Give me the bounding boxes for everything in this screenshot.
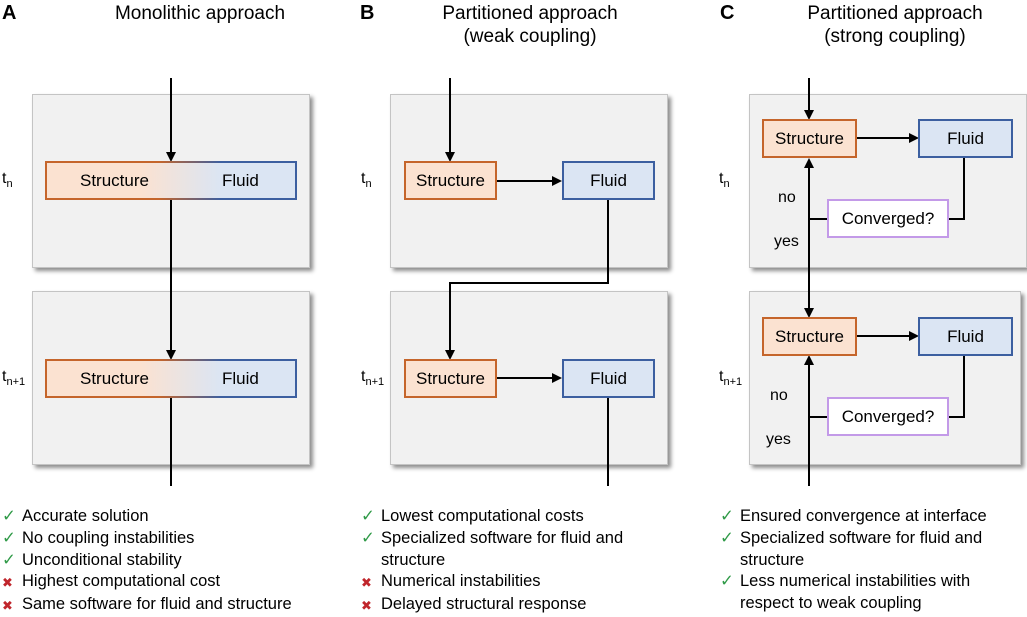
- panel-b-bullet-list: ✓Lowest computational costs ✓Specialized…: [361, 506, 706, 617]
- panel-c-letter: C: [720, 2, 735, 24]
- check-icon: ✓: [720, 507, 734, 525]
- panel-c-title-line2: (strong coupling): [824, 26, 966, 47]
- panel-a-coupled-node-n1: Structure Fluid: [45, 359, 297, 398]
- list-item: ✓No coupling instabilities: [2, 528, 347, 550]
- list-item: ✓Ensured convergence at interface: [720, 506, 1025, 528]
- panel-a-fluid-label-n1: Fluid: [222, 368, 259, 388]
- panel-c-arrow-no-n: [804, 158, 828, 220]
- list-item: ✖Highest computational cost: [2, 571, 347, 594]
- panel-b-fluid-node-n: Fluid: [562, 161, 655, 200]
- cross-icon: ✖: [361, 575, 372, 591]
- list-item: ✓Lowest computational costs: [361, 506, 706, 528]
- panel-c-no-label-n: no: [778, 189, 796, 206]
- check-icon: ✓: [2, 528, 16, 547]
- list-item: ✖Delayed structural response: [361, 594, 706, 617]
- panel-a-title: Monolithic approach: [70, 2, 330, 25]
- list-item: ✖Same software for fluid and structure: [2, 594, 347, 617]
- panel-b-time-n: tn: [361, 170, 372, 191]
- panel-b-letter: B: [360, 2, 375, 24]
- panel-b-fluid-node-n1: Fluid: [562, 359, 655, 398]
- panel-c-time-n: tn: [719, 170, 730, 191]
- check-icon: ✓: [720, 528, 734, 547]
- panel-a-structure-label-n1: Structure: [80, 368, 149, 388]
- panel-c-structure-node-n: Structure: [762, 119, 857, 158]
- list-item: ✓Unconditional stability: [2, 550, 347, 572]
- check-icon: ✓: [2, 507, 16, 525]
- panel-a-fluid-label-n: Fluid: [222, 170, 259, 190]
- panel-c-title-line1: Partitioned approach: [807, 3, 983, 24]
- list-item: ✖Numerical instabilities: [361, 571, 706, 594]
- panel-a-time-n: tn: [2, 170, 13, 191]
- panel-b-arrow-fluid-to-next: [445, 200, 609, 360]
- panel-a-letter: A: [2, 2, 17, 24]
- panel-c-fluid-node-n: Fluid: [918, 119, 1013, 158]
- panel-b-time-n1: tn+1: [361, 368, 385, 389]
- list-item-continuation: respect to weak coupling: [740, 594, 922, 613]
- list-item: ✓Specialized software for fluid and: [720, 528, 1025, 550]
- panel-c-structure-node-n1: Structure: [762, 317, 857, 356]
- check-icon: ✓: [361, 507, 375, 525]
- panel-c-converged-node-n: Converged?: [827, 199, 949, 238]
- panel-b-title-line1: Partitioned approach: [442, 3, 618, 24]
- panel-c-fluid-node-n1: Fluid: [918, 317, 1013, 356]
- panel-c-bullet-list: ✓Ensured convergence at interface ✓Speci…: [720, 506, 1025, 615]
- panel-b-structure-node-n1: Structure: [404, 359, 497, 398]
- panel-a-bullet-list: ✓Accurate solution ✓No coupling instabil…: [2, 506, 347, 617]
- panel-a-coupled-node-n: Structure Fluid: [45, 161, 297, 200]
- panel-c-line-fluid-conv-n1: [948, 355, 965, 418]
- panel-a-structure-label-n: Structure: [80, 170, 149, 190]
- check-icon: ✓: [720, 572, 734, 591]
- cross-icon: ✖: [361, 598, 372, 614]
- panel-c-title: Partitioned approach (strong coupling): [765, 2, 1025, 48]
- cross-icon: ✖: [2, 598, 13, 614]
- panel-b-title: Partitioned approach (weak coupling): [400, 2, 660, 48]
- list-item: ✓Specialized software for fluid and: [361, 528, 706, 550]
- panel-a-title-line1: Monolithic approach: [114, 3, 286, 24]
- panel-a-time-n1: tn+1: [2, 368, 26, 389]
- panel-c-arrow-no-n1: [804, 355, 828, 418]
- panel-c-time-n1: tn+1: [719, 368, 743, 389]
- panel-c-yes-label-n1: yes: [766, 431, 791, 448]
- cross-icon: ✖: [2, 575, 13, 591]
- list-item: ✓Less numerical instabilities with: [720, 571, 1025, 593]
- panel-c-line-fluid-conv-n: [948, 157, 965, 220]
- panel-b-title-line2: (weak coupling): [463, 26, 597, 47]
- list-item-continuation: structure: [740, 550, 805, 569]
- panel-b-structure-node-n: Structure: [404, 161, 497, 200]
- panel-c-converged-node-n1: Converged?: [827, 397, 949, 436]
- list-item-continuation: structure: [381, 550, 446, 569]
- check-icon: ✓: [2, 550, 16, 569]
- panel-c-yes-label-n: yes: [774, 233, 799, 250]
- panel-c-no-label-n1: no: [770, 387, 788, 404]
- check-icon: ✓: [361, 528, 375, 547]
- list-item: ✓Accurate solution: [2, 506, 347, 528]
